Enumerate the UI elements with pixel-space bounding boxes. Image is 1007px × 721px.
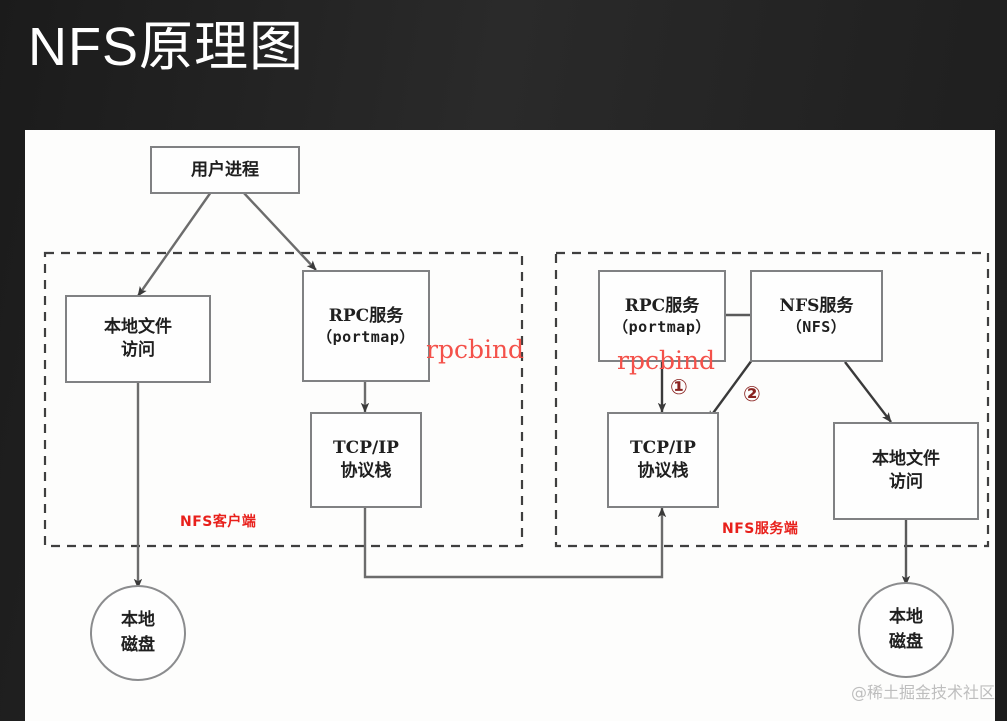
node-client-local-file-access-line2: 访问 [121,340,155,360]
node-server-rpc-service[interactable]: RPC服务 （portmap） [598,270,726,362]
edge-userprocess-localfile [137,182,220,297]
node-server-tcpip-stack-line1: TCP/IP [630,438,696,459]
node-user-process[interactable]: 用户进程 [150,146,300,194]
rpcbind-client-label: rpcbind [426,335,525,364]
node-server-disk[interactable]: 本地 磁盘 [858,582,954,678]
node-client-local-file-access[interactable]: 本地文件 访问 [65,295,211,383]
node-server-tcpip-stack[interactable]: TCP/IP 协议栈 [607,412,719,508]
node-server-disk-line2: 磁盘 [889,632,923,652]
node-client-tcpip-stack[interactable]: TCP/IP 协议栈 [310,412,422,508]
node-server-rpc-service-line2: （portmap） [613,318,711,337]
node-server-disk-line1: 本地 [889,606,923,627]
node-nfs-service-line1: NFS服务 [779,295,854,316]
step-one-marker: ① [670,375,688,399]
edge-nfs-servertcpip [707,350,761,421]
node-client-tcpip-stack-line1: TCP/IP [333,438,399,459]
node-server-local-file-access-line1: 本地文件 [872,449,940,470]
node-client-rpc-service[interactable]: RPC服务 （portmap） [302,270,430,382]
client-zone-label: NFS客户端 [180,514,257,530]
node-client-disk-line2: 磁盘 [121,635,155,655]
node-client-disk[interactable]: 本地 磁盘 [90,585,186,681]
rpcbind-server-label: rpcbind [617,346,716,375]
edge-clienttcpip-servertcpip [360,498,667,579]
node-server-tcpip-stack-line2: 协议栈 [637,461,689,481]
watermark: @稀土掘金技术社区 [850,683,995,702]
node-nfs-service[interactable]: NFS服务 （NFS） [750,270,883,362]
page-title: NFS原理图 [28,17,304,77]
node-user-process-line1: 用户进程 [191,159,259,180]
edge-userprocess-clientrpc [233,182,317,271]
edge-nfs-serverlocalfile [836,352,892,423]
node-nfs-service-line2: （NFS） [786,318,847,337]
server-zone-boundary [554,251,990,548]
node-client-disk-line1: 本地 [121,609,155,630]
node-client-tcpip-stack-line2: 协议栈 [340,461,392,481]
node-client-rpc-service-line1: RPC服务 [328,305,404,326]
diagram-canvas: 用户进程 本地文件 访问 RPC服务 （portmap） TCP/IP 协议栈 … [25,130,995,721]
node-client-rpc-service-line2: （portmap） [317,328,415,347]
client-zone-boundary [43,251,524,548]
server-zone-label: NFS服务端 [722,521,799,537]
diagram-connectors [43,182,990,589]
step-two-marker: ② [743,382,761,406]
node-server-rpc-service-line1: RPC服务 [624,295,700,316]
node-server-local-file-access[interactable]: 本地文件 访问 [833,422,979,520]
node-server-local-file-access-line2: 访问 [889,472,923,492]
node-client-local-file-access-line1: 本地文件 [104,317,172,338]
